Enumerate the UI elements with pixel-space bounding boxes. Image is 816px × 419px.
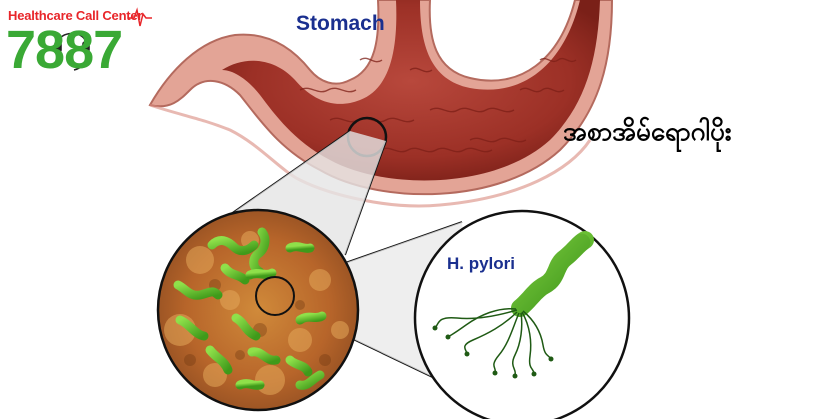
page-title: အစာအိမ်ရောဂါပိုး (563, 117, 732, 147)
bacterium-label: H. pylori (447, 254, 516, 273)
tissue-closeup (156, 208, 360, 412)
headset-icon (54, 32, 90, 71)
stomach-label: Stomach (296, 12, 385, 35)
logo-text: Healthcare Call Center (8, 8, 143, 23)
heartbeat-icon (128, 7, 152, 27)
logo-number: 7887 (6, 20, 123, 80)
bacterium-closeup (413, 209, 631, 419)
